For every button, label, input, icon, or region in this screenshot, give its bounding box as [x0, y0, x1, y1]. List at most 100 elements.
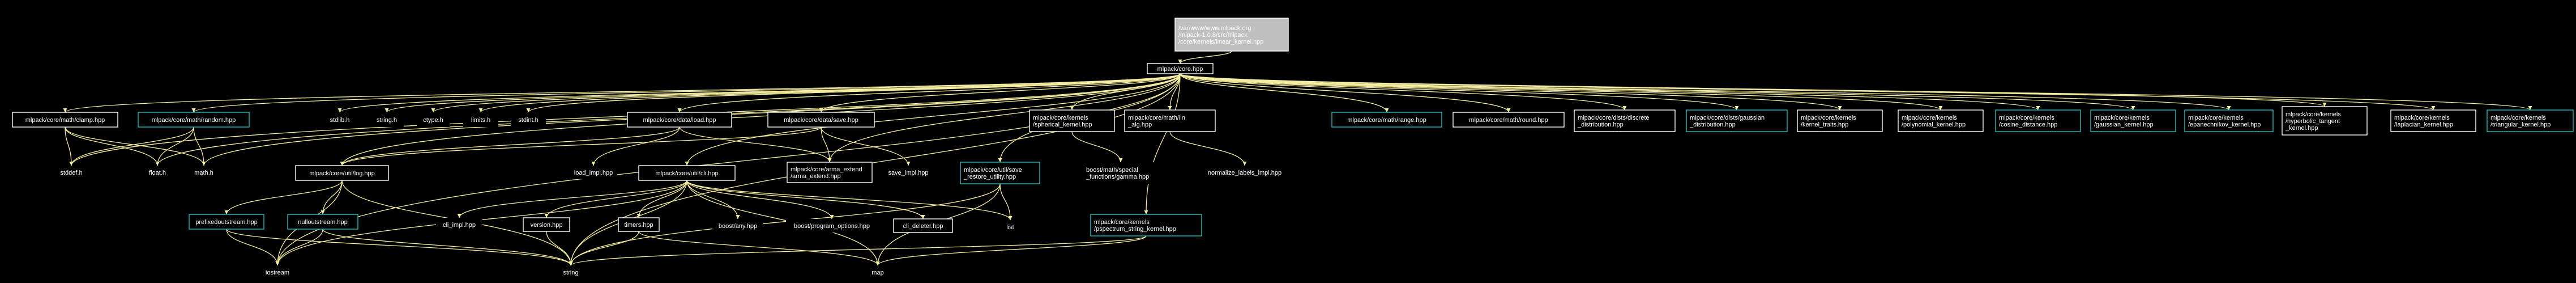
node-discrete[interactable]: mlpack/core/dists/discrete_distribution.… — [1574, 109, 1676, 132]
arrowhead-icon — [2131, 106, 2135, 110]
node-box — [295, 165, 389, 181]
node-label: mlpack/core/kernels — [2188, 115, 2244, 121]
node-label: timers.hpp — [624, 222, 653, 229]
arrowhead-icon — [457, 214, 462, 218]
arrowhead-icon — [340, 162, 344, 166]
arrowhead-icon — [827, 158, 832, 162]
edge-save-to-arma_extend — [821, 126, 830, 163]
node-boost-any: boost/any.hpp — [712, 219, 763, 233]
arrowhead-icon — [736, 215, 740, 219]
node-label: iostream — [266, 269, 289, 276]
node-pspectrum[interactable]: mlpack/core/kernels/pspectrum_string_ker… — [1090, 214, 1202, 236]
node-label: /triangular_kernel.hpp — [2490, 121, 2551, 128]
node-save-impl: save_impl.hpp — [885, 166, 932, 179]
edge-clamp-to-float_h — [65, 126, 158, 166]
node-core[interactable]: mlpack/core.hpp — [1147, 63, 1214, 74]
node-layer: /var/www/www.mlpack.org/mlpack-1.0.8/src… — [12, 18, 2574, 279]
node-box — [1198, 166, 1291, 179]
node-label: /mlpack-1.0.8/src/mlpack — [1178, 32, 1248, 39]
edge-core-to-epanechnikov — [1180, 73, 2229, 111]
node-label: mlpack/core/math/round.hpp — [1469, 117, 1548, 124]
node-spherical[interactable]: mlpack/core/kernels/spherical_kernel.hpp — [1029, 109, 1115, 132]
arrowhead-icon — [569, 261, 573, 265]
node-polynomial[interactable]: mlpack/core/kernels/polynomial_kernel.hp… — [1898, 109, 1984, 132]
node-label: boost/any.hpp — [719, 223, 757, 230]
edge-random-to-math_h — [193, 126, 204, 166]
node-save[interactable]: mlpack/core/data/save.hpp — [767, 112, 875, 128]
node-label: stddef.h — [60, 170, 82, 176]
edge-core-to-polynomial — [1180, 73, 1941, 111]
node-box — [1686, 109, 1788, 132]
node-box — [2390, 109, 2476, 132]
node-box — [436, 218, 482, 231]
node-label: mlpack/core.hpp — [1157, 66, 1203, 73]
node-iostream: iostream — [258, 265, 297, 279]
node-box — [638, 165, 736, 181]
node-box — [1797, 109, 1883, 132]
node-label: /var/www/www.mlpack.org — [1178, 25, 1251, 32]
node-cli-deleter[interactable]: cli_deleter.hpp — [893, 218, 953, 233]
edge-core-to-cosine — [1180, 73, 2039, 111]
node-cosine[interactable]: mlpack/core/kernels/cosine_distance.hpp — [1995, 109, 2081, 132]
node-label: /spherical_kernel.hpp — [1033, 121, 1092, 128]
arrowhead-icon — [677, 108, 682, 112]
arrowhead-icon — [685, 162, 689, 166]
node-label: cli_deleter.hpp — [903, 223, 943, 230]
arrowhead-icon — [1622, 106, 1627, 110]
node-nullout[interactable]: nulloutstream.hpp — [287, 214, 358, 230]
node-label: mlpack/core/math/lin — [1128, 115, 1185, 121]
node-normalize[interactable]: mlpack/core/math/lin_alg.hpp — [1124, 109, 1216, 132]
node-label: _distribution.hpp — [1689, 121, 1736, 128]
node-round[interactable]: mlpack/core/math/round.hpp — [1453, 112, 1565, 128]
node-box — [417, 112, 450, 127]
node-gaussian-kernel[interactable]: mlpack/core/kernels/gaussian_kernel.hpp — [2090, 109, 2176, 132]
node-boost-po: boost/program_options.hpp — [786, 219, 878, 233]
arrowhead-icon — [1506, 108, 1511, 112]
node-label: string.h — [377, 117, 397, 124]
arrowhead-icon — [591, 162, 596, 166]
arrowhead-icon — [2431, 106, 2436, 110]
node-laplacian[interactable]: mlpack/core/kernels/laplacian_kernel.hpp — [2390, 109, 2476, 132]
node-box — [12, 112, 118, 128]
node-label: float.h — [149, 170, 166, 176]
node-math-h: math.h — [188, 166, 220, 179]
node-cli-impl: cli_impl.hpp — [436, 218, 482, 231]
edge-core-to-kernel_traits — [1180, 73, 1840, 111]
edge-cli-to-version — [546, 180, 687, 218]
arrowhead-icon — [544, 214, 549, 218]
arrowhead-icon — [338, 108, 342, 112]
node-label: _functions/gamma.hpp — [1086, 174, 1149, 180]
node-triangular[interactable]: mlpack/core/kernels/triangular_kernel.hp… — [2487, 109, 2574, 132]
node-arma-extend[interactable]: mlpack/core/arma_extend/arma_extend.hpp — [787, 162, 873, 183]
arrowhead-icon — [1838, 106, 1842, 110]
node-version[interactable]: version.hpp — [523, 217, 570, 232]
node-gaussian-dist[interactable]: mlpack/core/dists/gaussian_distribution.… — [1686, 109, 1788, 132]
node-map: map — [866, 265, 889, 279]
node-gamma: boost/math/special_functions/gamma.hpp — [1083, 162, 1159, 184]
node-prefixed[interactable]: prefixedoutstream.hpp — [189, 214, 264, 230]
node-clamp[interactable]: mlpack/core/math/clamp.hpp — [12, 112, 118, 128]
arrowhead-icon — [69, 162, 74, 166]
node-box — [960, 162, 1040, 184]
node-epanechnikov[interactable]: mlpack/core/kernels/epanechnikov_kernel.… — [2184, 109, 2274, 132]
node-string-h: string.h — [369, 112, 404, 127]
node-timers[interactable]: timers.hpp — [618, 217, 660, 232]
node-kernel-traits[interactable]: mlpack/core/kernels/kernel_traits.hpp — [1797, 109, 1883, 132]
node-label: _restore_utility.hpp — [963, 174, 1016, 180]
node-random[interactable]: mlpack/core/math/random.hpp — [138, 112, 250, 128]
node-box — [369, 112, 404, 127]
node-box — [893, 218, 953, 233]
node-hyperbolic[interactable]: mlpack/core/kernels/hyperbolic_tangent_k… — [2282, 106, 2368, 136]
node-range[interactable]: mlpack/core/math/range.hpp — [1331, 112, 1442, 128]
node-root[interactable]: /var/www/www.mlpack.org/mlpack-1.0.8/src… — [1174, 18, 1289, 52]
node-log[interactable]: mlpack/core/util/log.hpp — [295, 165, 389, 181]
node-label: mlpack/core/math/clamp.hpp — [25, 117, 105, 124]
arrowhead-icon — [275, 261, 280, 265]
node-label: mlpack/core/dists/gaussian — [1690, 115, 1765, 121]
node-load[interactable]: mlpack/core/data/load.hpp — [627, 112, 732, 128]
node-save-restore[interactable]: mlpack/core/util/save_restore_utility.hp… — [960, 162, 1040, 184]
arrowhead-icon — [921, 215, 925, 219]
edge-random-to-float_h — [157, 126, 194, 166]
node-label: /core/kernels/linear_kernel.hpp — [1178, 39, 1263, 45]
node-cli[interactable]: mlpack/core/util/cli.hpp — [638, 165, 736, 181]
